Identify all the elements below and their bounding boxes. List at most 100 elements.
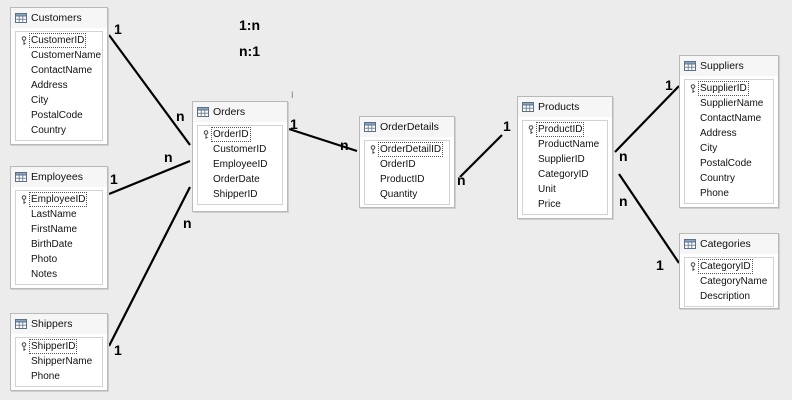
field-row[interactable]: CustomerID (198, 142, 282, 157)
field-name: ProductID (536, 122, 585, 137)
field-row[interactable]: Photo (16, 252, 102, 267)
field-row[interactable]: Quantity (365, 187, 449, 202)
field-name: Country (31, 125, 67, 136)
table-icon (15, 319, 31, 329)
table-header-orders[interactable]: Orders (193, 102, 287, 122)
field-row[interactable]: Description (685, 289, 773, 304)
field-name: ContactName (31, 65, 93, 76)
field-row[interactable]: OrderDetailID (365, 142, 449, 157)
field-row[interactable]: CustomerID (16, 33, 102, 48)
field-row[interactable]: SupplierID (523, 152, 607, 167)
primary-key-icon (18, 35, 29, 46)
primary-key-icon (18, 194, 29, 205)
table-header-categories[interactable]: Categories (680, 234, 778, 254)
field-row[interactable]: LastName (16, 207, 102, 222)
field-row[interactable]: EmployeeID (198, 157, 282, 172)
field-row[interactable]: ProductID (365, 172, 449, 187)
field-name: OrderDetailID (378, 142, 444, 157)
field-name: OrderID (380, 159, 416, 170)
field-row[interactable]: City (16, 93, 102, 108)
table-title: Categories (700, 238, 751, 250)
relationship-line-employees-orders[interactable] (108, 159, 191, 196)
field-row[interactable]: ContactName (685, 111, 773, 126)
table-header-orderdetails[interactable]: OrderDetails (360, 117, 454, 137)
field-name: CategoryID (698, 259, 753, 274)
field-row[interactable]: Country (685, 171, 773, 186)
field-row[interactable]: Phone (685, 186, 773, 201)
field-name: OrderID (211, 127, 251, 142)
field-row[interactable]: ProductID (523, 122, 607, 137)
field-name: City (31, 95, 49, 106)
field-name: CategoryName (700, 276, 768, 287)
field-row[interactable]: Unit (523, 182, 607, 197)
field-row[interactable]: ProductName (523, 137, 607, 152)
field-row[interactable]: ShipperID (198, 187, 282, 202)
field-row[interactable]: SupplierID (685, 81, 773, 96)
field-row[interactable]: Address (685, 126, 773, 141)
table-header-suppliers[interactable]: Suppliers (680, 56, 778, 76)
field-row[interactable]: ShipperID (16, 339, 102, 354)
field-row[interactable]: PostalCode (16, 108, 102, 123)
field-row[interactable]: City (685, 141, 773, 156)
field-row[interactable]: Phone (16, 369, 102, 384)
field-row[interactable]: Notes (16, 267, 102, 282)
field-row[interactable]: ContactName (16, 63, 102, 78)
field-row[interactable]: Country (16, 123, 102, 138)
field-name: SupplierName (700, 98, 764, 109)
field-row[interactable]: CustomerName (16, 48, 102, 63)
field-name: ProductName (538, 139, 600, 150)
table-header-customers[interactable]: Customers (11, 8, 107, 28)
field-row[interactable]: CategoryID (523, 167, 607, 182)
field-row[interactable]: PostalCode (685, 156, 773, 171)
relationship-line-categories-products[interactable] (618, 173, 680, 264)
table-header-products[interactable]: Products (518, 97, 612, 117)
field-row[interactable]: CategoryName (685, 274, 773, 289)
relationship-line-suppliers-products[interactable] (614, 85, 680, 153)
field-name: PostalCode (700, 158, 752, 169)
field-row[interactable]: EmployeeID (16, 192, 102, 207)
primary-key-icon (525, 124, 536, 135)
field-name: EmployeeID (29, 192, 88, 207)
cardinality-label-categories: 1 (656, 257, 664, 273)
legend-many-to-one: n:1 (239, 43, 260, 59)
field-row[interactable]: Price (523, 197, 607, 212)
field-row[interactable]: BirthDate (16, 237, 102, 252)
relationship-line-shippers-orders[interactable] (108, 186, 191, 347)
table-icon (197, 107, 213, 117)
field-row[interactable]: SupplierName (685, 96, 773, 111)
table-header-shippers[interactable]: Shippers (11, 314, 107, 334)
field-row[interactable]: CategoryID (685, 259, 773, 274)
table-header-employees[interactable]: Employees (11, 167, 107, 187)
field-row[interactable]: OrderID (198, 127, 282, 142)
cardinality-label-orders: 1 (290, 116, 298, 132)
field-row[interactable]: Address (16, 78, 102, 93)
cardinality-label-employees: 1 (110, 171, 118, 187)
field-row[interactable]: ShipperName (16, 354, 102, 369)
field-name: City (700, 143, 718, 154)
relationship-line-customers-orders[interactable] (108, 34, 191, 146)
cardinality-label-customers: 1 (114, 21, 122, 37)
relationship-line-products-orderdetails[interactable] (459, 134, 503, 178)
field-row[interactable]: OrderID (365, 157, 449, 172)
field-row[interactable]: FirstName (16, 222, 102, 237)
field-row[interactable]: OrderDate (198, 172, 282, 187)
field-name: Price (538, 199, 561, 210)
field-name: Address (31, 80, 68, 91)
